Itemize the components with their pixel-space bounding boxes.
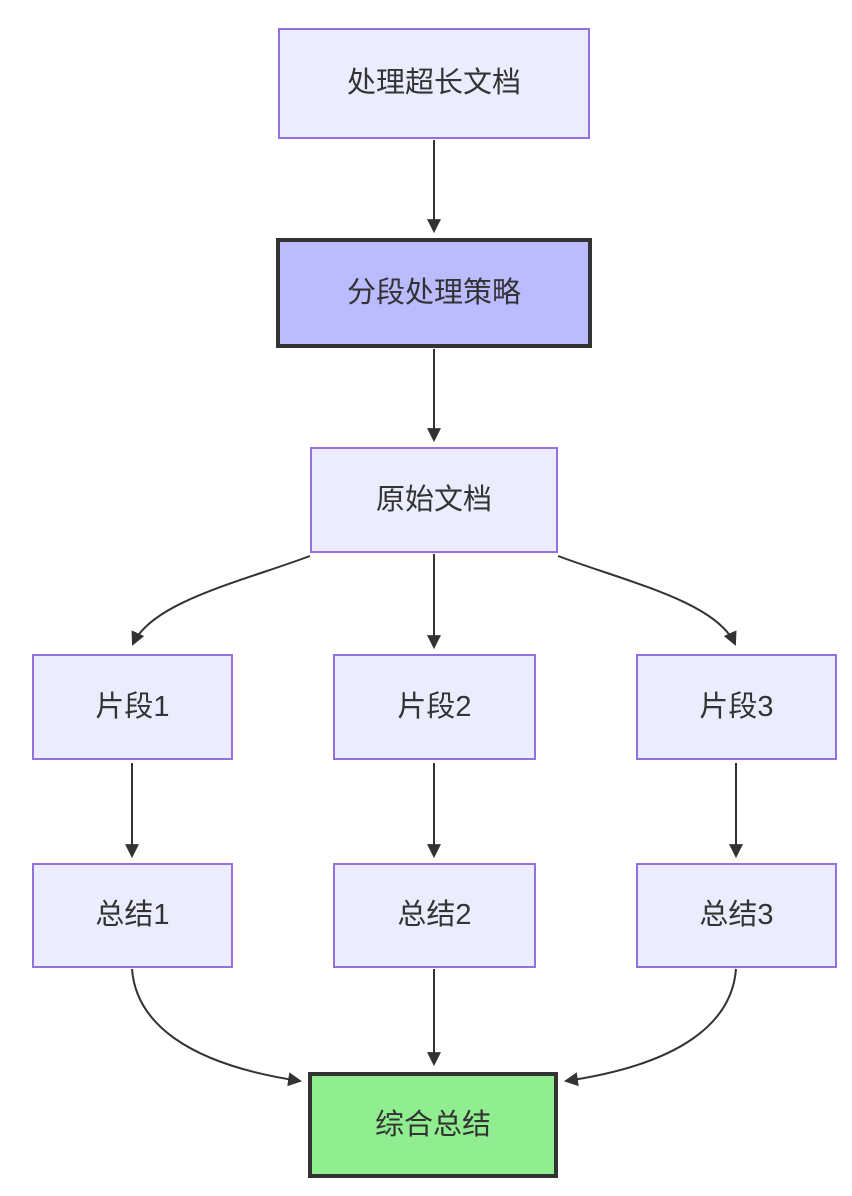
edge-group bbox=[125, 140, 743, 1087]
node-label: 分段处理策略 bbox=[346, 276, 521, 309]
node-label: 片段2 bbox=[397, 690, 472, 723]
node-label: 片段1 bbox=[95, 690, 170, 723]
edge-original-doc-to-fragment-3 bbox=[557, 555, 737, 646]
edge-original-doc-to-fragment-1 bbox=[131, 555, 311, 646]
node-summary-3: 总结3 bbox=[636, 863, 837, 968]
node-combined-summary: 综合总结 bbox=[308, 1072, 558, 1178]
node-label: 综合总结 bbox=[374, 1108, 491, 1141]
node-summary-1: 总结1 bbox=[32, 863, 233, 968]
node-summary-2: 总结2 bbox=[333, 863, 536, 968]
edge-summary-1-to-combined-summary bbox=[131, 968, 303, 1087]
node-label: 总结3 bbox=[699, 899, 774, 932]
node-segment-strategy: 分段处理策略 bbox=[276, 238, 592, 348]
node-fragment-2: 片段2 bbox=[333, 654, 536, 760]
node-process-long-doc: 处理超长文档 bbox=[278, 28, 590, 139]
node-label: 处理超长文档 bbox=[346, 67, 521, 100]
node-label: 片段3 bbox=[699, 690, 774, 723]
node-fragment-1: 片段1 bbox=[32, 654, 233, 760]
edge-summary-3-to-combined-summary bbox=[563, 968, 737, 1087]
node-fragment-3: 片段3 bbox=[636, 654, 837, 760]
node-label: 原始文档 bbox=[375, 483, 492, 516]
node-original-doc: 原始文档 bbox=[310, 447, 558, 553]
node-label: 总结1 bbox=[95, 899, 170, 932]
node-label: 总结2 bbox=[397, 899, 472, 932]
